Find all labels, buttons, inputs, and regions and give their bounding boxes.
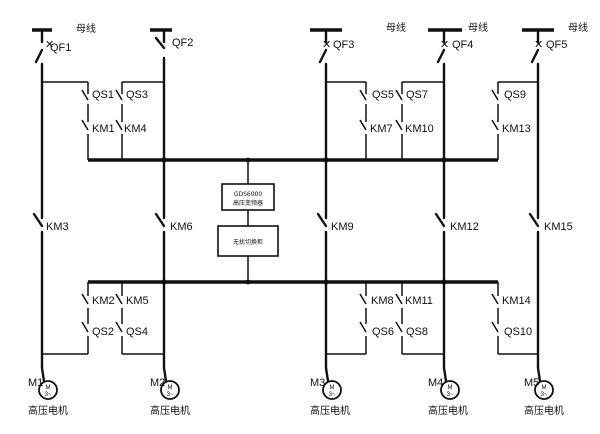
vfd-model: GDS6000	[234, 191, 263, 198]
contactor-label: KM7	[370, 123, 393, 135]
motor-id: M5	[524, 377, 539, 389]
breaker-label: QF4	[452, 39, 473, 51]
contactor-label: KM5	[126, 295, 149, 307]
disconnector-label: QS7	[406, 89, 428, 101]
lower-branches	[42, 282, 538, 355]
vfd-name: 高压变频器	[233, 199, 263, 207]
contactor-label: KM2	[92, 295, 115, 307]
switchover-cabinet	[217, 225, 279, 257]
motor-id: M3	[310, 377, 325, 389]
breaker-label: QF5	[546, 39, 567, 51]
feeder-2	[154, 28, 166, 370]
motor-id: M2	[150, 377, 165, 389]
motor-5: M 3~	[534, 380, 554, 400]
switchover-name: 无扰切换柜	[233, 238, 263, 246]
svg-text:✕: ✕	[322, 39, 331, 51]
svg-text:✕: ✕	[440, 39, 449, 51]
motor-name: 高压电机	[428, 404, 468, 417]
motor-3: M 3~	[322, 380, 342, 400]
contactor-label: KM9	[331, 221, 354, 233]
contactor-label: KM13	[502, 123, 531, 135]
bus-label: 母线	[568, 21, 588, 34]
svg-text:✕: ✕	[45, 39, 54, 51]
contactor-label: KM6	[170, 221, 193, 233]
disconnector-label: QS4	[126, 326, 148, 338]
feeder-3: ✕	[316, 28, 331, 370]
motor-name: 高压电机	[524, 404, 564, 417]
contactor-label: KM3	[46, 221, 69, 233]
contactor-label: KM15	[544, 221, 573, 233]
svg-text:M: M	[542, 385, 547, 391]
svg-text:M: M	[46, 385, 51, 391]
svg-text:3~: 3~	[167, 392, 174, 398]
disconnector-label: QS10	[504, 326, 532, 338]
motor-id: M1	[28, 377, 43, 389]
motor-name: 高压电机	[310, 404, 350, 417]
svg-text:3~: 3~	[45, 392, 52, 398]
disconnector-label: QS3	[126, 89, 148, 101]
contactor-label: KM10	[405, 123, 434, 135]
svg-text:M: M	[330, 385, 335, 391]
svg-text:✕: ✕	[534, 39, 543, 51]
disconnector-label: QS6	[372, 326, 394, 338]
vfd-cabinet	[221, 183, 275, 211]
breaker-label: QF2	[172, 37, 193, 49]
feeder-4: ✕	[434, 28, 449, 370]
contactor-label: KM4	[124, 123, 147, 135]
motor-2: M 3~	[160, 380, 180, 400]
disconnector-label: QS8	[406, 326, 428, 338]
svg-text:3~: 3~	[541, 392, 548, 398]
svg-text:3~: 3~	[447, 392, 454, 398]
svg-text:M: M	[168, 385, 173, 391]
contactor-label: KM11	[405, 295, 433, 307]
motor-4: M 3~	[440, 380, 460, 400]
contactor-label: KM12	[450, 221, 479, 233]
contactor-label: KM1	[92, 123, 115, 135]
disconnector-label: QS2	[92, 326, 114, 338]
upper-branches	[42, 81, 538, 160]
svg-text:3~: 3~	[329, 392, 336, 398]
contactor-label: KM8	[371, 295, 394, 307]
svg-text:M: M	[448, 385, 453, 391]
motor-1: M 3~	[38, 380, 58, 400]
feeder-1: ✕	[32, 28, 54, 370]
feeder-5: ✕	[528, 28, 543, 370]
disconnector-label: QS1	[92, 89, 114, 101]
breaker-label: QF3	[333, 39, 354, 51]
motor-name: 高压电机	[28, 404, 68, 417]
disconnector-label: QS5	[372, 89, 394, 101]
disconnector-label: QS9	[504, 89, 526, 101]
contactor-label: KM14	[502, 295, 531, 307]
motor-id: M4	[428, 377, 443, 389]
breaker-label: QF1	[50, 42, 71, 54]
bus-label: 母线	[76, 22, 96, 35]
bus-label: 母线	[468, 21, 488, 34]
bus-label: 母线	[386, 21, 406, 34]
motor-name: 高压电机	[150, 404, 190, 417]
